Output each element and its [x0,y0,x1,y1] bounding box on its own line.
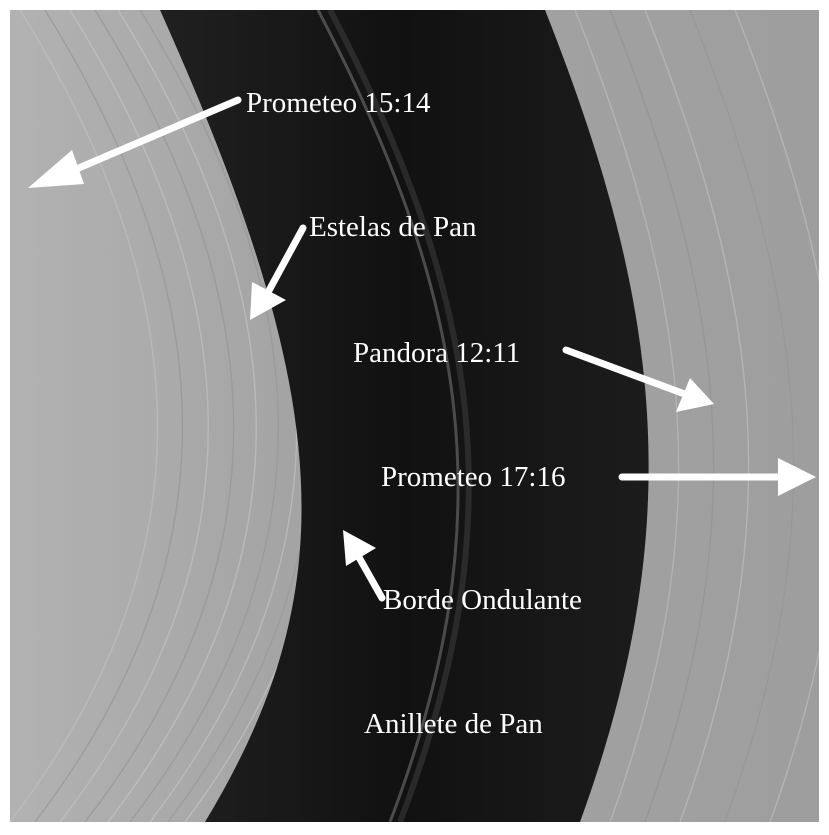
label-prometeo-15-14: Prometeo 15:14 [246,87,431,119]
label-prometeo-17-16: Prometeo 17:16 [381,461,565,493]
arrow-prometeo-17-16 [618,458,816,496]
arrow-prometeo-15-14 [28,96,242,188]
annotation-arrows [28,96,816,602]
label-anillete-de-pan: Anillete de Pan [364,708,543,740]
pan-ringlet-band [316,10,460,822]
arrow-pandora-12-11 [562,346,714,412]
label-estelas-de-pan: Estelas de Pan [309,211,477,243]
label-borde-ondulante: Borde Ondulante [383,584,582,616]
encke-gap [160,10,649,822]
outer-ringlets [574,10,819,822]
arrow-borde-ondulante [343,530,386,602]
label-pandora-12-11: Pandora 12:11 [353,337,520,369]
arrow-estelas-de-pan [250,224,307,320]
